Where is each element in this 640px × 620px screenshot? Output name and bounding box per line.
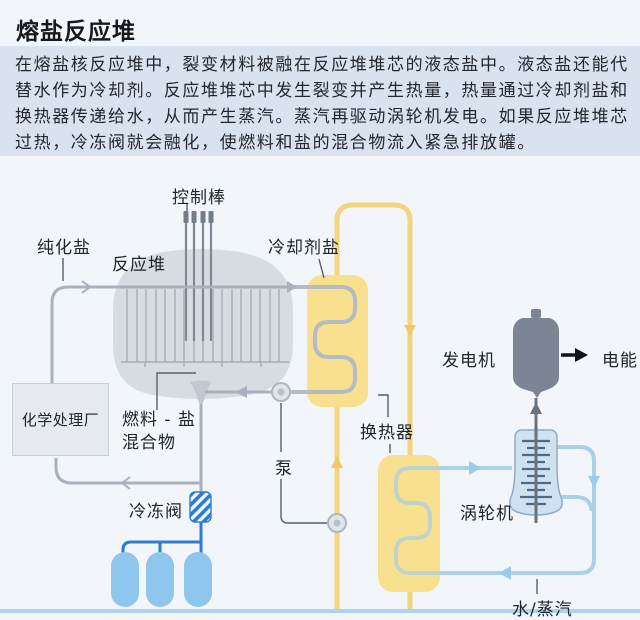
pump-label: 泵 — [275, 459, 293, 479]
secondary-hx-coil — [394, 466, 441, 575]
drain-manifold-pipe — [121, 522, 203, 553]
generator-label: 发电机 — [442, 351, 496, 371]
turbine — [509, 398, 563, 523]
fuel-salt-mixture-label: 燃料 - 盐 混合物 — [122, 409, 196, 455]
freeze-valve-label: 冷冻阀 — [129, 502, 183, 522]
coolant-flow-arrows — [331, 325, 416, 468]
reactor-fuel-channels — [121, 289, 289, 367]
fuel-salt-mixture-line2: 混合物 — [122, 433, 176, 453]
fuel-salt-mixture-line1: 燃料 - 盐 — [122, 410, 196, 430]
fuel-salt-pump — [271, 382, 291, 402]
purified-salt-label: 纯化盐 — [37, 238, 91, 258]
turbine-label: 涡轮机 — [460, 504, 514, 524]
bottom-crop-band — [0, 609, 640, 613]
emergency-drain-tanks — [111, 552, 212, 607]
coolant-salt-pump — [327, 513, 347, 533]
fuel-salt-flow-arrows — [81, 280, 297, 490]
shaft-up-arrow — [530, 402, 542, 414]
freeze-valve-coil — [189, 491, 212, 523]
description-line: 换热器传递给水，从而产生蒸汽。蒸汽再驱动涡轮机发电。如果反应堆堆芯 — [15, 107, 629, 127]
description-line: 在熔盐核反应堆中，裂变材料被融在反应堆堆芯的液态盐中。液态盐还能代 — [15, 55, 629, 75]
secondary-heat-exchanger-vessel — [378, 455, 440, 592]
control-rods — [183, 211, 214, 341]
reactor-label: 反应堆 — [112, 255, 166, 275]
page-title: 熔盐反应堆 — [16, 19, 136, 45]
description-line: 替水作为冷却剂。反应堆堆芯中发生裂变并产生热量，热量通过冷却剂盐和 — [15, 81, 629, 101]
steam-flow-arrows — [469, 461, 600, 580]
control-rods-label: 控制棒 — [172, 188, 226, 208]
chemical-plant-box: 化学处理厂 — [12, 383, 109, 456]
electricity-label: 电能 — [602, 351, 638, 371]
electricity-arrow — [561, 348, 588, 362]
water-steam-label: 水/蒸汽 — [512, 600, 573, 620]
heat-exchanger-label: 换热器 — [360, 423, 414, 443]
generator — [513, 309, 559, 398]
description-panel: 在熔盐核反应堆中，裂变材料被融在反应堆堆芯的液态盐中。液态盐还能代 替水作为冷却… — [0, 46, 640, 156]
description-line: 过热，冷冻阀就会融化，使燃料和盐的混合物流入紧急排放罐。 — [15, 133, 536, 153]
label-leader-lines — [62, 203, 538, 594]
pump-leader-lines — [280, 403, 327, 524]
coolant-salt-label: 冷却剂盐 — [268, 238, 340, 258]
coolant-salt-loop-pipe — [334, 202, 413, 609]
reactor-outlet-funnel — [190, 380, 212, 406]
primary-heat-exchanger-vessel — [307, 275, 368, 407]
